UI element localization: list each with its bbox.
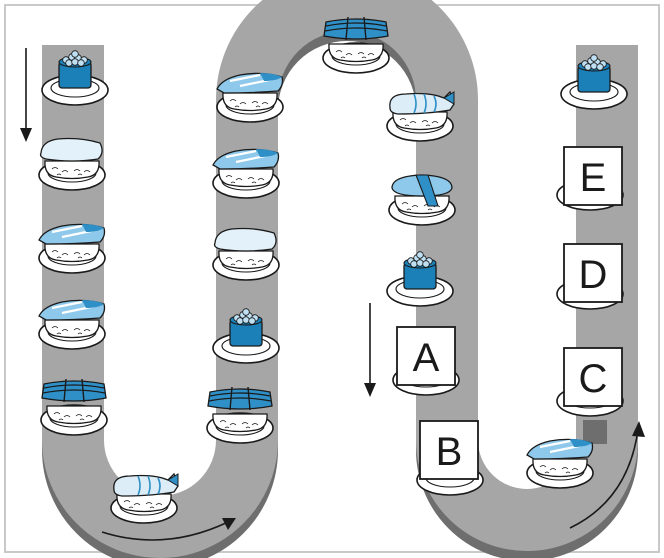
sushi-shrimp	[387, 92, 454, 141]
arrow-up-curved-icon	[569, 421, 645, 529]
sushi-shrimp	[111, 474, 178, 523]
arrow-down-icon	[20, 48, 32, 142]
sushi-tied	[389, 175, 455, 225]
sushi-white-nigiri	[213, 229, 279, 281]
label-box-a: A	[396, 326, 456, 386]
sushi-nori-block	[41, 379, 107, 435]
label-box-b: B	[419, 420, 479, 480]
label-e: E	[580, 156, 607, 200]
label-a: A	[413, 336, 440, 380]
label-b: B	[436, 430, 463, 474]
arrow-right-curved-icon	[101, 518, 236, 541]
sushi-nori-block	[323, 17, 389, 73]
sushi-salmon-nigiri	[39, 224, 105, 273]
sushi-salmon-nigiri	[527, 439, 593, 488]
label-c: C	[579, 357, 608, 401]
arrow-down-icon	[364, 303, 376, 397]
sushi-salmon-nigiri	[217, 73, 283, 122]
label-box-d: D	[563, 243, 623, 303]
sushi-white-nigiri	[39, 139, 105, 191]
sushi-nori-block	[207, 387, 273, 443]
sushi-salmon-nigiri	[39, 300, 105, 349]
sushi-salmon-nigiri	[213, 149, 279, 198]
label-box-c: C	[563, 347, 623, 407]
label-d: D	[579, 253, 608, 297]
conveyor-belt	[42, 0, 638, 558]
belt-end-block	[583, 420, 607, 444]
label-box-e: E	[563, 146, 623, 206]
